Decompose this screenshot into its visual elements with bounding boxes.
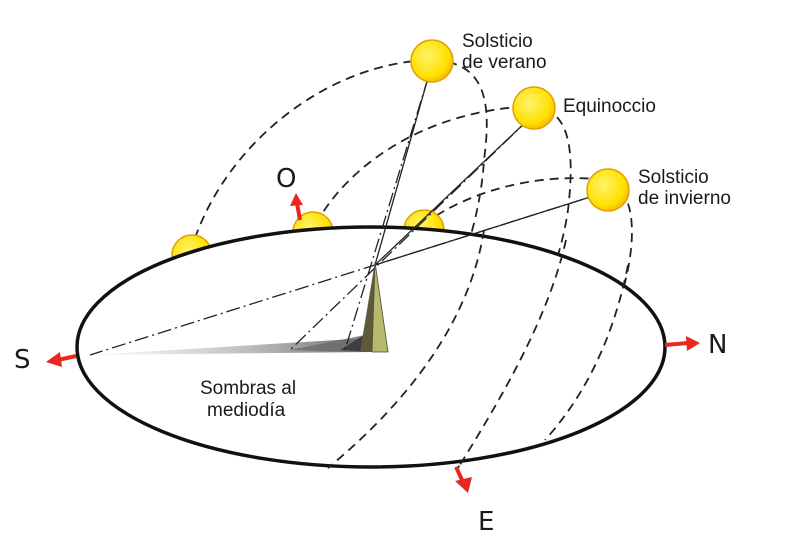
ray-summer-b	[374, 77, 429, 266]
direction-arrows	[46, 193, 700, 493]
north-label: N	[708, 330, 727, 360]
sun-icon	[586, 168, 630, 212]
ray-winter-b	[374, 191, 607, 266]
south-label: S	[14, 345, 31, 375]
ray-equinox-b	[374, 117, 531, 266]
sun-icon	[512, 86, 556, 130]
summer-solstice-label-1: Solsticio	[462, 31, 533, 52]
sun-icon	[410, 39, 454, 83]
winter-solstice-label-2: de invierno	[638, 188, 731, 209]
arrow-icon	[46, 352, 77, 367]
arrow-icon	[664, 336, 700, 351]
west-label: O	[276, 164, 296, 194]
sun-paths-front	[327, 229, 629, 469]
arrow-icon	[454, 466, 472, 493]
winter-solstice-label-1: Solsticio	[638, 167, 709, 188]
arrow-icon	[290, 193, 303, 221]
shadow-winter	[90, 338, 370, 355]
east-label: E	[478, 507, 494, 537]
summer-solstice-label-2: de verano	[462, 52, 547, 73]
shadows-label-1: Sombras al	[200, 378, 296, 399]
sun-rays	[89, 77, 607, 356]
shadows-label-2: mediodía	[207, 400, 286, 421]
sky-suns	[410, 39, 630, 212]
equinox-label: Equinoccio	[563, 96, 656, 117]
gnomon-icon	[360, 261, 389, 353]
